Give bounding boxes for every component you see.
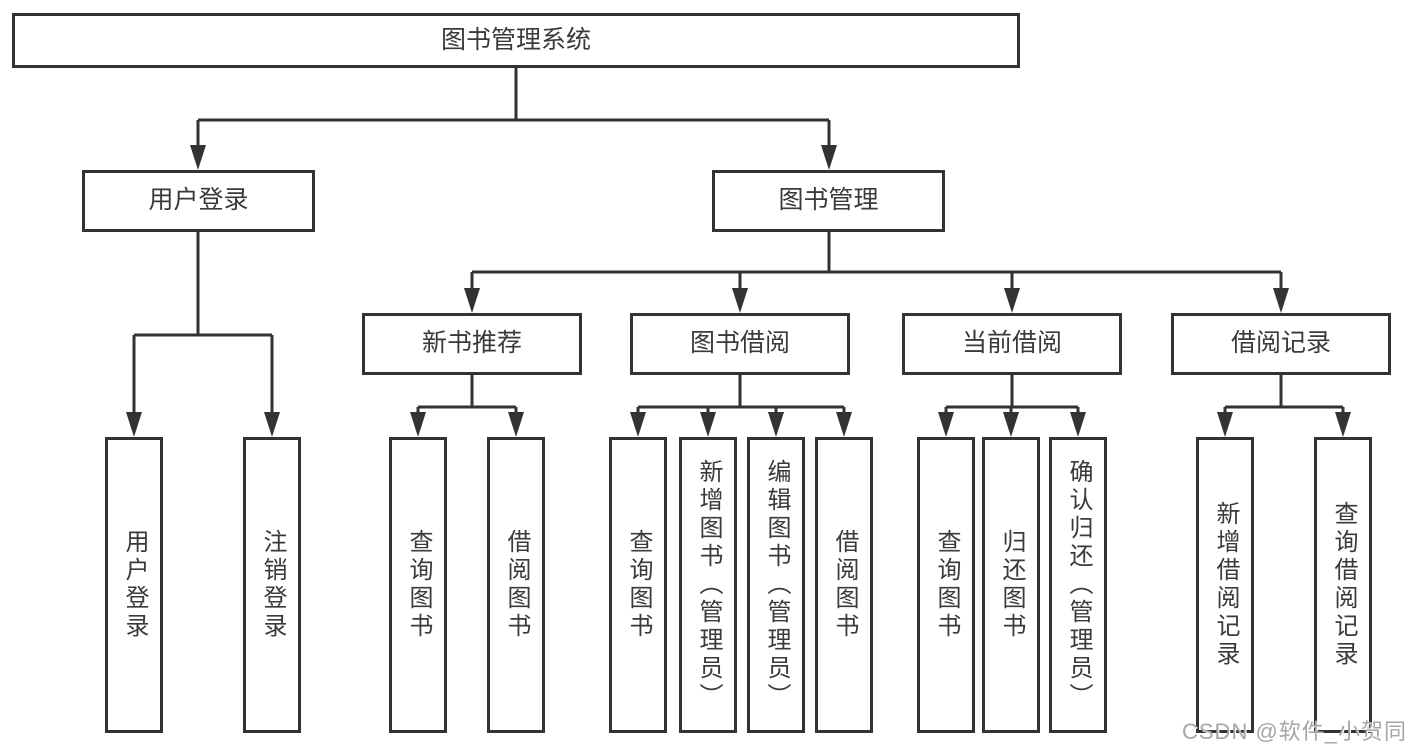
leaf-borrow-query-books: 查询图书 — [609, 437, 667, 733]
arrow-down-icon — [1273, 288, 1289, 313]
connector-newbook-branch — [416, 375, 518, 417]
node-borrow-records: 借阅记录 — [1171, 313, 1391, 375]
leaf-logout: 注销登录 — [243, 437, 301, 733]
leaf-borrow-edit-books-admin: 编辑图书（管理员） — [747, 437, 805, 733]
leaf-records-add-record: 新增借阅记录 — [1196, 437, 1254, 733]
arrow-down-icon — [410, 412, 426, 437]
arrow-down-icon — [464, 288, 480, 313]
leaf-user-login: 用户登录 — [105, 437, 163, 733]
leaf-records-query-record: 查询借阅记录 — [1314, 437, 1372, 733]
connector-records-branch — [1223, 375, 1345, 417]
leaf-current-return-books: 归还图书 — [982, 437, 1040, 733]
leaf-borrow-add-books-admin: 新增图书（管理员） — [679, 437, 737, 733]
arrow-down-icon — [1003, 412, 1019, 437]
leaf-current-query-books: 查询图书 — [917, 437, 975, 733]
arrow-down-icon — [264, 412, 280, 437]
node-current-borrow: 当前借阅 — [902, 313, 1122, 375]
connector-bookborrow-branch — [636, 375, 846, 417]
connector-userlogin-branch — [132, 232, 274, 417]
arrow-down-icon — [821, 145, 837, 170]
arrow-down-icon — [1217, 412, 1233, 437]
node-book-management: 图书管理 — [712, 170, 945, 232]
connector-currentborrow-branch — [944, 375, 1080, 417]
leaf-newbook-query-books: 查询图书 — [389, 437, 447, 733]
connector-bookmgmt-branch — [470, 232, 1283, 293]
arrow-down-icon — [190, 145, 206, 170]
arrow-down-icon — [700, 412, 716, 437]
node-book-borrow: 图书借阅 — [630, 313, 850, 375]
arrow-down-icon — [1335, 412, 1351, 437]
arrow-down-icon — [732, 288, 748, 313]
arrow-down-icon — [630, 412, 646, 437]
arrow-down-icon — [126, 412, 142, 437]
arrowheads — [126, 145, 1351, 437]
leaf-borrow-borrow-books: 借阅图书 — [815, 437, 873, 733]
node-user-login: 用户登录 — [82, 170, 315, 232]
connector-root-to-level1 — [196, 68, 831, 150]
arrow-down-icon — [508, 412, 524, 437]
leaf-current-confirm-return-admin: 确认归还（管理员） — [1049, 437, 1107, 733]
arrow-down-icon — [938, 412, 954, 437]
arrow-down-icon — [1004, 288, 1020, 313]
arrow-down-icon — [836, 412, 852, 437]
arrow-down-icon — [768, 412, 784, 437]
watermark: CSDN @软件_小贺同学 — [1182, 719, 1405, 744]
node-new-book-recommend: 新书推荐 — [362, 313, 582, 375]
arrow-down-icon — [1070, 412, 1086, 437]
node-root: 图书管理系统 — [12, 13, 1020, 68]
leaf-newbook-borrow-books: 借阅图书 — [487, 437, 545, 733]
